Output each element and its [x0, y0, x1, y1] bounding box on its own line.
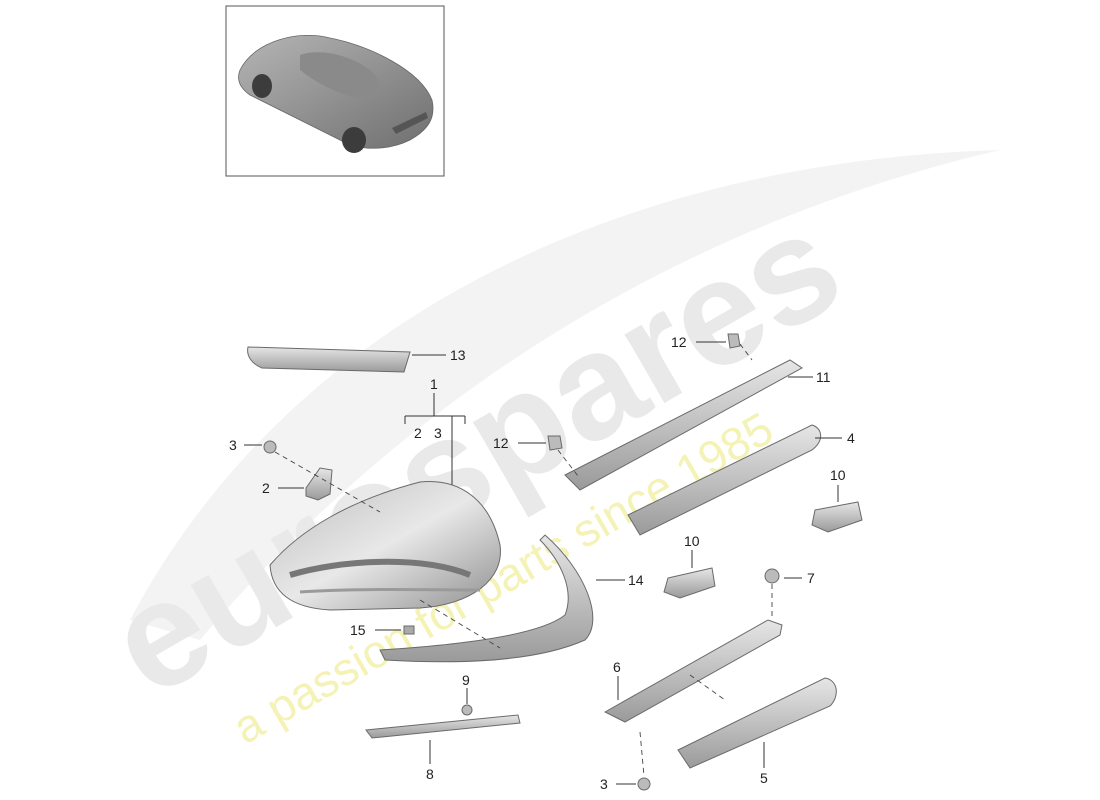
tail-lamp	[269, 481, 501, 611]
part-14-trim	[379, 534, 625, 663]
part-1-bracket-lines	[404, 393, 466, 488]
assembly-lines	[274, 343, 773, 777]
callout-11: 11	[816, 369, 831, 385]
part-15-clip	[375, 625, 415, 635]
callout-5: 5	[760, 770, 768, 786]
callout-1: 1	[430, 376, 438, 392]
car-wheel-front	[252, 74, 272, 98]
part-2-bracket	[278, 467, 333, 501]
part-7-screw	[764, 568, 802, 584]
part-12-clips	[518, 333, 741, 451]
callout-12-lower: 12	[493, 435, 509, 451]
callout-13: 13	[450, 347, 466, 363]
callout-4: 4	[847, 430, 855, 446]
callout-8: 8	[426, 766, 434, 782]
part-6-bracket	[603, 619, 783, 723]
vehicle-thumbnail	[225, 5, 445, 177]
callout-9: 9	[462, 672, 470, 688]
car-wheel-rear	[342, 127, 366, 153]
callout-labels: 1 2 3 3 2 3 4 5 6 7 8 9 10 10 11 12 12 1…	[229, 334, 855, 792]
part-3-screw-lower	[616, 777, 651, 791]
callout-12-upper: 12	[671, 334, 687, 350]
callout-2-assembly: 2	[414, 425, 422, 441]
callout-7: 7	[807, 570, 815, 586]
watermark: eurospares a passion for parts since 198…	[82, 150, 1000, 754]
callout-2: 2	[262, 480, 270, 496]
callout-10-left: 10	[684, 533, 700, 549]
watermark-swoosh	[130, 150, 1000, 640]
callout-6: 6	[613, 659, 621, 675]
car-rear-light	[392, 112, 428, 134]
part-3-screw-upper	[244, 440, 277, 454]
callout-3-assembly: 3	[434, 425, 442, 441]
callout-10-right: 10	[830, 467, 846, 483]
part-9-fastener	[461, 688, 473, 716]
part-10-modules	[663, 485, 863, 599]
car-body	[238, 35, 434, 149]
callout-3-upper: 3	[229, 437, 237, 453]
part-11-strip	[564, 359, 813, 491]
part-8-strip	[365, 714, 521, 764]
callout-14: 14	[628, 572, 644, 588]
callout-3-lower: 3	[600, 776, 608, 792]
car-cockpit	[300, 52, 379, 98]
part-13-reflector	[247, 346, 446, 373]
part-4-strip	[627, 424, 842, 536]
callout-15: 15	[350, 622, 366, 638]
part-5-strip	[677, 677, 837, 769]
